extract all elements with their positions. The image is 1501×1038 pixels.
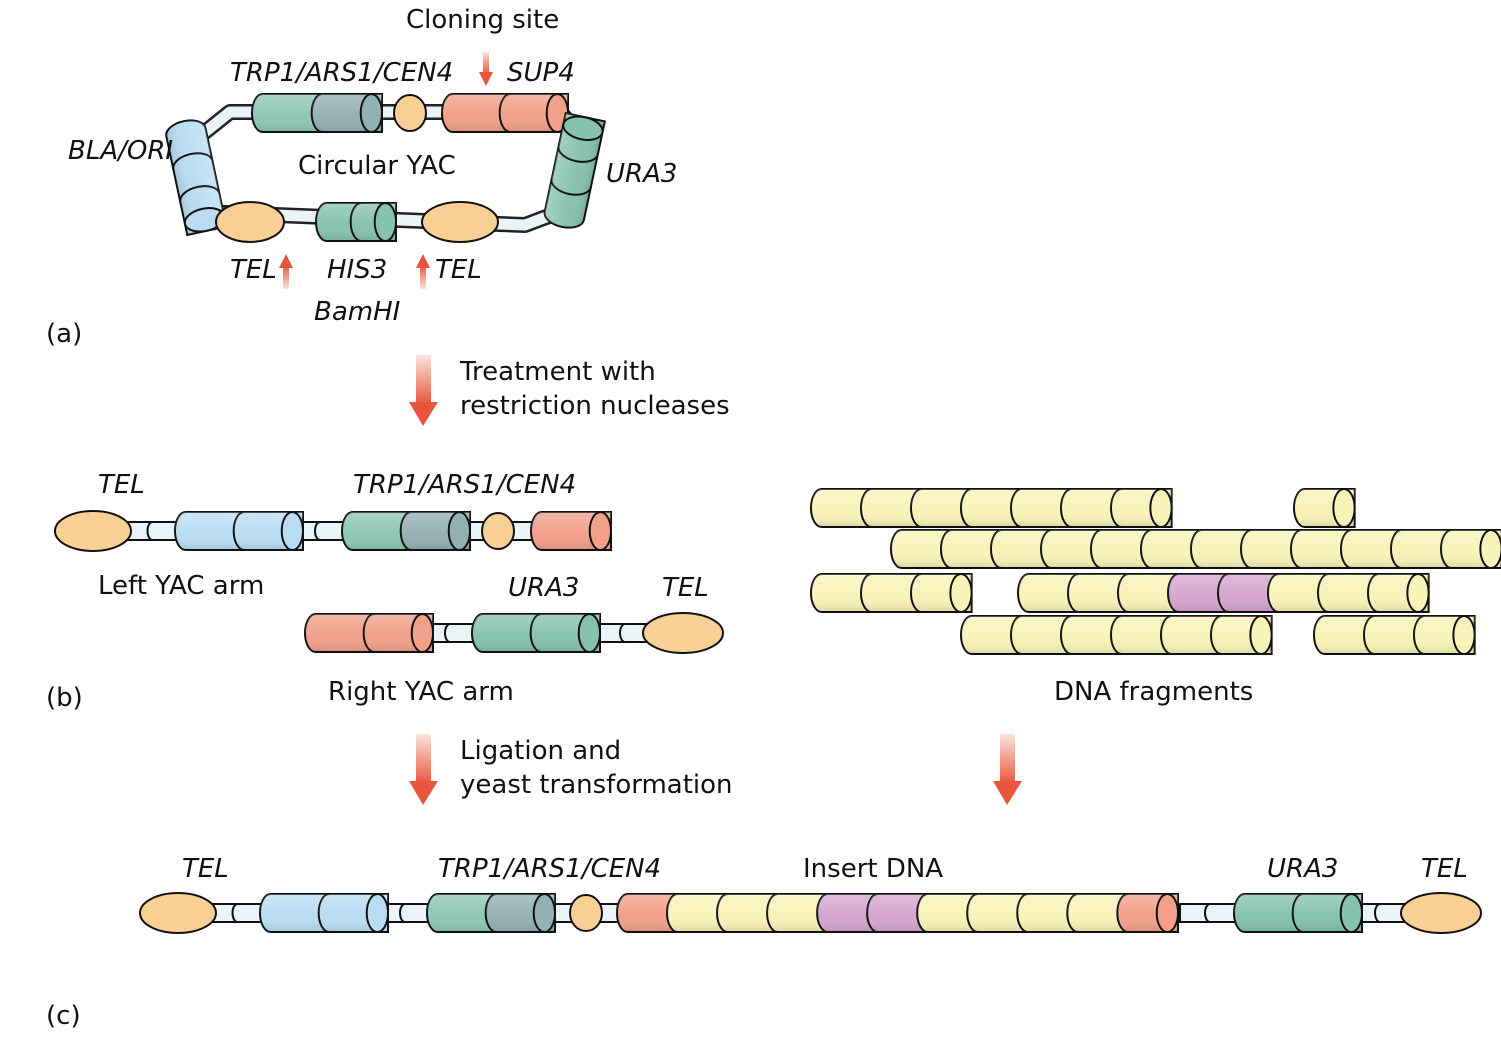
left-arm-cen-knob [481, 512, 515, 550]
right-arm-sup4 [304, 613, 434, 653]
left-arm-trp-label: TRP1/ARS1/CEN4 [353, 470, 576, 500]
dna-fragment-7 [1313, 615, 1476, 655]
recombinant-tel-left-label: TEL [182, 854, 229, 884]
left-arm-tel-label: TEL [98, 470, 145, 500]
right-arm-ura3-label: URA3 [508, 573, 579, 603]
recombinant-ura3 [1233, 893, 1363, 933]
left-arm-bla-ori [174, 511, 304, 551]
tel-right-ring [421, 201, 499, 243]
left-arm-sup4 [530, 511, 612, 551]
bamhi-arrow-left [279, 254, 293, 289]
dna-fragment-5 [1017, 573, 1430, 613]
ura3-cylinder [543, 111, 607, 229]
ura3-ring-segment [543, 111, 607, 229]
his3-segment [315, 202, 397, 242]
circular-yac-label: Circular YAC [298, 151, 456, 181]
left-yac-arm [54, 510, 612, 552]
right-arm-caption: Right YAC arm [328, 677, 514, 707]
dna-fragment-6 [960, 615, 1273, 655]
step-arrow-fragments [993, 734, 1022, 805]
dna-fragments [810, 488, 1501, 655]
cloning-site-arrow [479, 52, 493, 86]
section-label-c: (c) [46, 1001, 81, 1031]
recombinant-tel-right-label: TEL [1421, 854, 1468, 884]
recombinant-insert-dna [616, 893, 1179, 933]
left-arm-caption: Left YAC arm [98, 571, 264, 601]
panel-a-circular-yac [165, 93, 607, 243]
dna-fragment-4 [810, 573, 973, 613]
bla-ori-label: BLA/ORI [68, 136, 173, 166]
cloning-site-label: Cloning site [406, 5, 559, 35]
trp1-ars1-cen4-label: TRP1/ARS1/CEN4 [230, 58, 453, 88]
recombinant-tel-left [139, 892, 217, 934]
tel-left-ring [215, 201, 285, 243]
bla-ori-cylinder [165, 119, 228, 237]
section-label-a: (a) [46, 319, 82, 349]
left-arm-trp1-ars1-cen4 [341, 511, 471, 551]
section-label-b: (b) [46, 683, 83, 713]
step1-line2: restriction nucleases [460, 391, 730, 421]
tel-right-label: TEL [435, 255, 482, 285]
recombinant-cen-knob [569, 894, 603, 932]
sup4-label: SUP4 [507, 58, 575, 88]
dna-fragment-1 [810, 488, 1173, 528]
right-arm-tel [642, 612, 724, 654]
dna-fragment-3 [890, 529, 1501, 569]
step-arrow-ligation [409, 734, 438, 805]
step2-line1: Ligation and [460, 736, 621, 766]
tel-left-label: TEL [230, 255, 277, 285]
recombinant-bla-ori [259, 893, 389, 933]
dna-fragment-2 [1293, 488, 1356, 528]
dna-fragments-caption: DNA fragments [1054, 677, 1253, 707]
insert-dna-label: Insert DNA [803, 854, 943, 884]
step-arrow-restriction [409, 355, 438, 426]
recombinant-linker-4 [1179, 903, 1241, 923]
recombinant-trp1-ars1-cen4 [426, 893, 556, 933]
trp1-ars1-cen4-segment [251, 93, 383, 133]
step2-line2: yeast transformation [460, 770, 733, 800]
bamhi-arrow-right [416, 254, 430, 289]
right-arm-ura3 [471, 613, 601, 653]
right-yac-arm [304, 612, 724, 654]
cen-knob [393, 94, 427, 132]
sup4-segment [441, 93, 569, 133]
recombinant-tel-right [1400, 892, 1482, 934]
ura3-label: URA3 [606, 159, 677, 189]
bla-ori-segment [165, 119, 228, 237]
step1-line1: Treatment with [459, 357, 656, 387]
recombinant-trp-label: TRP1/ARS1/CEN4 [438, 854, 661, 884]
his3-label: HIS3 [327, 255, 387, 285]
recombinant-yac [139, 892, 1482, 934]
recombinant-ura3-label: URA3 [1267, 854, 1338, 884]
left-arm-tel [54, 510, 132, 552]
bamhi-label: BamHI [314, 297, 400, 327]
right-arm-tel-label: TEL [662, 573, 709, 603]
